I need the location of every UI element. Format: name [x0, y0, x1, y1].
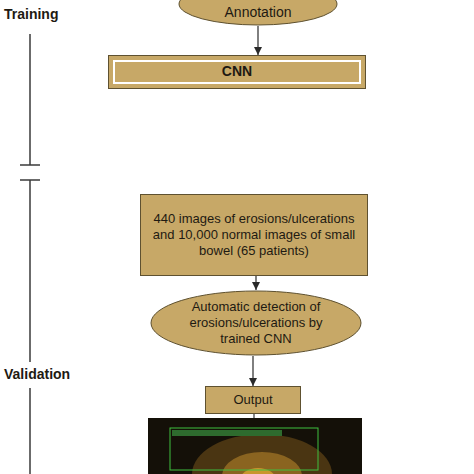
process-box: CNN: [108, 55, 366, 89]
process-ellipse: Automatic detection of erosions/ulcerati…: [150, 290, 362, 356]
phase-label: Validation: [4, 366, 70, 382]
node-text: 440 images of erosions/ulcerations and 1…: [151, 211, 357, 260]
output-connector: [253, 414, 254, 418]
data-box: 440 images of erosions/ulcerations and 1…: [140, 194, 368, 276]
endoscopy-image: [148, 418, 362, 474]
start-ellipse: Annotation: [178, 0, 338, 26]
node-text: Output: [233, 392, 272, 408]
phase-label: Training: [4, 6, 58, 22]
flow-arrow: [255, 276, 256, 290]
output-box: Output: [205, 386, 301, 414]
node-text: CNN: [222, 63, 252, 81]
flow-arrow: [257, 26, 258, 55]
node-text: Annotation: [225, 4, 292, 22]
flow-arrow: [252, 356, 253, 386]
phase-bracket: [20, 34, 40, 474]
node-text: Automatic detection of erosions/ulcerati…: [176, 299, 336, 348]
